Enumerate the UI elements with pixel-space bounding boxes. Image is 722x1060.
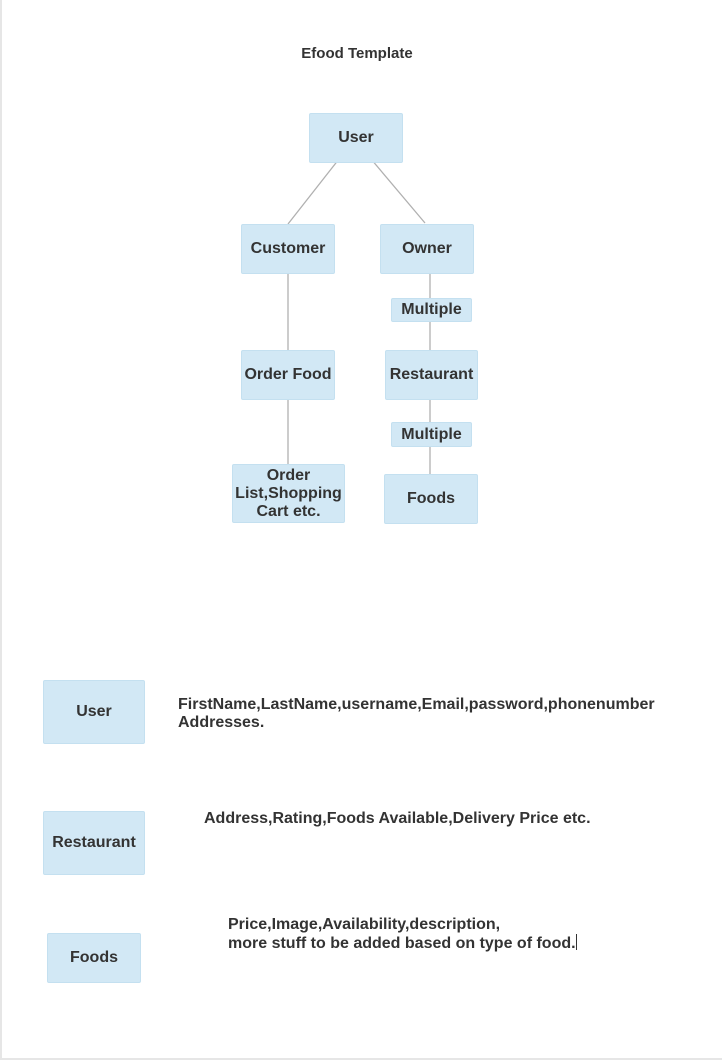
edge-user-owner — [370, 158, 426, 224]
node-multiple-label: Multiple — [401, 425, 462, 443]
node-user[interactable]: User — [309, 113, 403, 163]
node-foods-label: Foods — [407, 490, 455, 507]
node-customer-label: Customer — [250, 240, 326, 257]
entity-foods-fields-text: Price,Image,Availability,description, mo… — [228, 916, 576, 952]
node-multiple-restaurant-foods[interactable]: Multiple — [391, 422, 472, 447]
entity-user-box[interactable]: User — [43, 680, 145, 744]
entity-foods-label: Foods — [70, 949, 118, 966]
entity-restaurant-box[interactable]: Restaurant — [43, 811, 145, 875]
node-order-list-label: Order List,Shopping Cart etc. — [235, 466, 342, 520]
text-cursor — [575, 934, 577, 950]
diagram-title: Efood Template — [301, 45, 413, 62]
entity-foods-box[interactable]: Foods — [47, 933, 141, 983]
node-owner[interactable]: Owner — [380, 224, 474, 274]
entity-user-fields: FirstName,LastName,username,Email,passwo… — [178, 696, 655, 731]
node-foods[interactable]: Foods — [384, 474, 478, 524]
entity-restaurant-label: Restaurant — [52, 834, 136, 851]
entity-restaurant-fields: Address,Rating,Foods Available,Delivery … — [204, 810, 591, 827]
node-user-label: User — [338, 129, 374, 146]
node-order-food[interactable]: Order Food — [241, 350, 335, 400]
entity-foods-fields[interactable]: Price,Image,Availability,description, mo… — [228, 916, 698, 953]
node-customer[interactable]: Customer — [241, 224, 335, 274]
node-multiple-owner-restaurant[interactable]: Multiple — [391, 298, 472, 322]
node-owner-label: Owner — [402, 240, 452, 257]
edge-user-customer — [287, 158, 340, 225]
node-restaurant-label: Restaurant — [389, 366, 474, 383]
node-multiple-label: Multiple — [401, 301, 462, 318]
entity-user-label: User — [76, 703, 112, 720]
node-restaurant[interactable]: Restaurant — [385, 350, 478, 400]
node-order-list[interactable]: Order List,Shopping Cart etc. — [232, 464, 345, 523]
node-order-food-label: Order Food — [244, 366, 332, 383]
